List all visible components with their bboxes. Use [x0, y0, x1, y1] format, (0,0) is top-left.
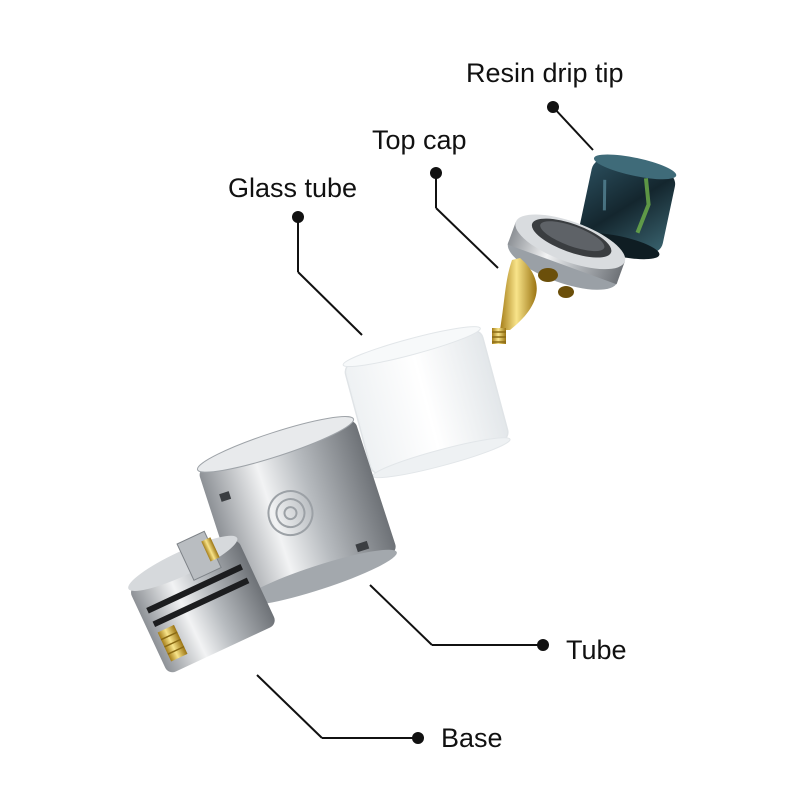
label-tube: Tube [566, 635, 627, 665]
leader-drip-tip [547, 101, 594, 151]
steel-tube [196, 416, 397, 606]
leader-top-cap [430, 167, 499, 269]
label-glass-tube: Glass tube [228, 173, 358, 203]
label-resin-drip-tip: Resin drip tip [466, 58, 624, 88]
base-deck [128, 530, 275, 673]
leader-base [256, 674, 424, 744]
leader-tube [369, 584, 549, 651]
label-base: Base [441, 723, 503, 753]
leader-glass-tube [292, 211, 363, 336]
label-top-cap: Top cap [372, 125, 467, 155]
glass-tube [342, 326, 511, 479]
top-cap [492, 214, 626, 344]
